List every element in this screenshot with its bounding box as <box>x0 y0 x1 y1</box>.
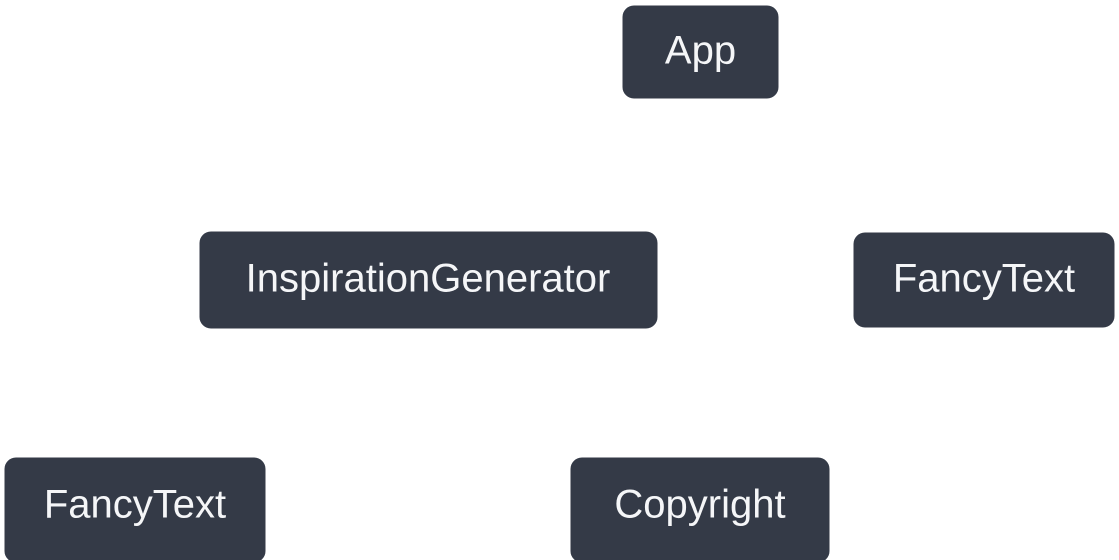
node-box-fancytext-right[interactable] <box>848 227 1119 333</box>
node-app[interactable]: App <box>617 0 784 104</box>
edge-label-inspirationgenerator-to-copyright: renders <box>528 381 611 407</box>
node-inspirationgenerator[interactable]: InspirationGenerator <box>194 226 663 334</box>
node-label-fancytext-bottom: FancyText <box>44 483 226 527</box>
edge-app-to-inspirationgenerator <box>413 167 503 229</box>
node-box-inspirationgenerator[interactable] <box>194 226 663 334</box>
node-fancytext-bottom[interactable]: FancyText <box>0 452 271 560</box>
node-label-fancytext-right: FancyText <box>893 257 1075 301</box>
node-box-copyright[interactable] <box>565 452 835 560</box>
edge-label-inspirationgenerator-to-fancytext-bottom: renders <box>231 381 314 407</box>
node-label-copyright: Copyright <box>614 483 785 527</box>
edge-app-split-right <box>698 155 787 173</box>
edge-labels-group: renders renders renders renders <box>231 154 894 407</box>
edge-app-split-left <box>613 155 703 173</box>
node-fancytext-right[interactable]: FancyText <box>848 227 1119 333</box>
node-copyright[interactable]: Copyright <box>565 452 835 560</box>
edges-group <box>129 101 985 455</box>
edge-label-app-to-inspirationgenerator: renders <box>517 154 600 180</box>
edge-inspirationgenerator-to-fancytext-bottom <box>129 393 216 455</box>
edge-inspirationgenerator-split-left <box>328 381 418 399</box>
edge-label-app-to-fancytext-right: renders <box>811 154 894 180</box>
edge-app-to-fancytext-right <box>918 167 985 230</box>
node-label-inspirationgenerator: InspirationGenerator <box>246 257 611 301</box>
node-label-app: App <box>665 29 736 73</box>
edge-inspirationgenerator-to-copyright <box>634 393 701 455</box>
node-box-fancytext-bottom[interactable] <box>0 452 271 560</box>
edge-inspirationgenerator-split-right <box>413 381 503 399</box>
node-box-app[interactable] <box>617 0 784 104</box>
